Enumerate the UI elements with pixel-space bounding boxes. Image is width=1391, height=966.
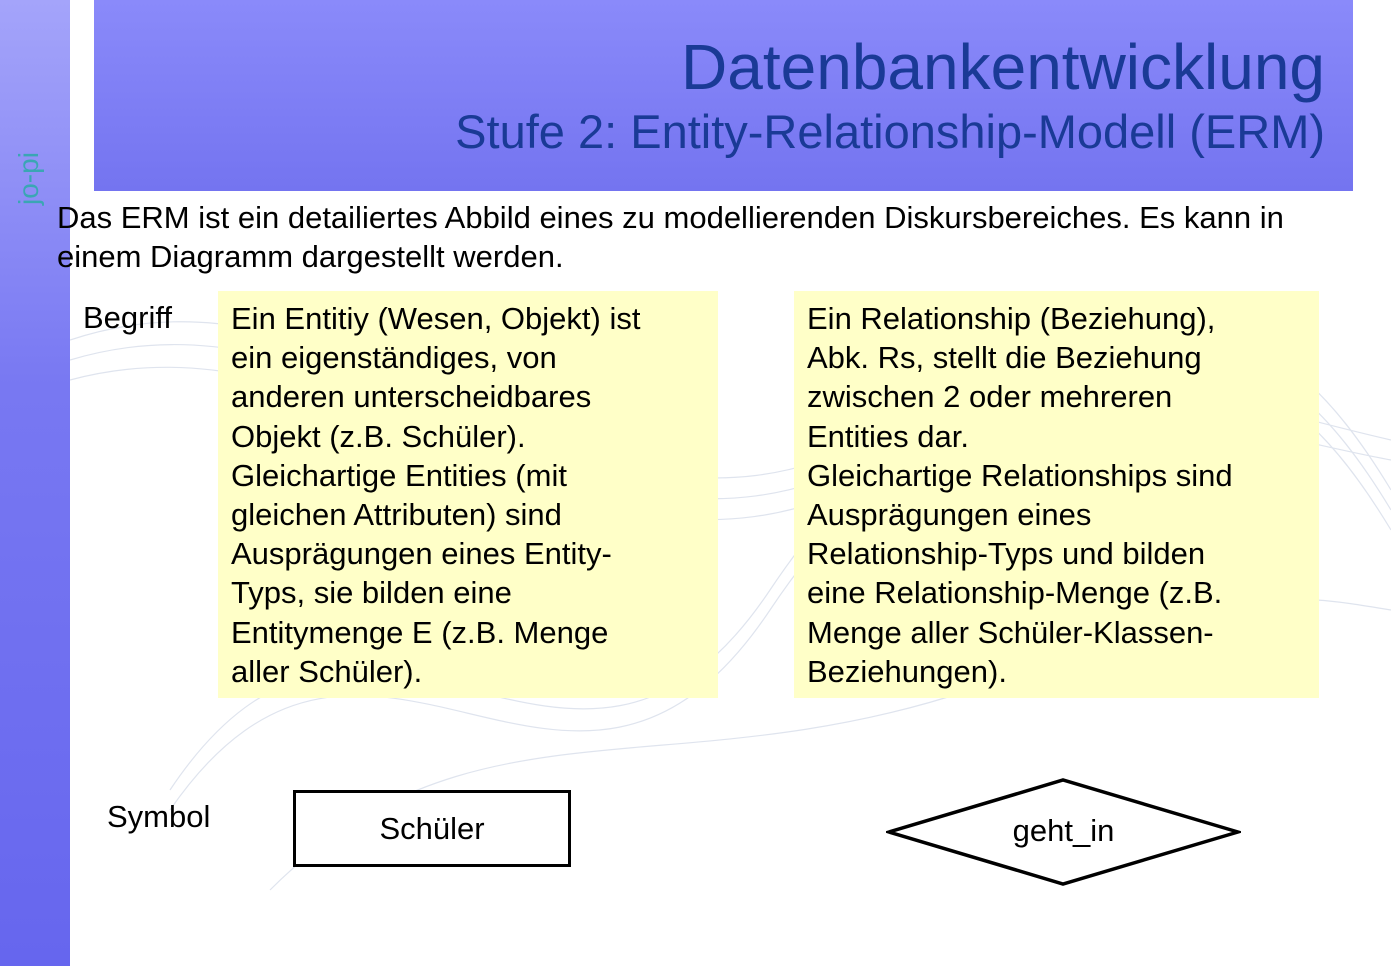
sidebar: jo-pi bbox=[0, 0, 70, 966]
entity-symbol: Schüler bbox=[293, 790, 571, 867]
page-subtitle: Stufe 2: Entity-Relationship-Modell (ERM… bbox=[455, 105, 1325, 158]
symbol-label: Symbol bbox=[107, 799, 211, 834]
brand-label: jo-pi bbox=[13, 152, 44, 205]
entity-definition-box: Ein Entitiy (Wesen, Objekt) ist ein eige… bbox=[218, 291, 718, 698]
term-label: Begriff bbox=[83, 300, 173, 335]
relationship-symbol-label: geht_in bbox=[1012, 813, 1115, 848]
entity-symbol-label: Schüler bbox=[379, 810, 485, 846]
page-title: Datenbankentwicklung bbox=[681, 31, 1325, 103]
header-banner: Datenbankentwicklung Stufe 2: Entity-Rel… bbox=[94, 0, 1353, 191]
intro-text: Das ERM ist ein detailiertes Abbild eine… bbox=[57, 200, 1284, 274]
relationship-definition-box: Ein Relationship (Beziehung), Abk. Rs, s… bbox=[794, 291, 1319, 698]
relationship-diamond-icon bbox=[886, 778, 1241, 886]
